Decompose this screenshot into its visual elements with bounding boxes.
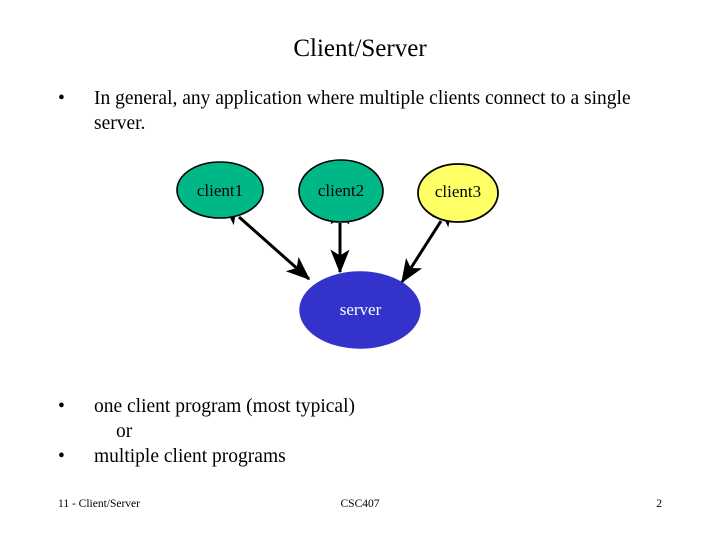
connector-client3-server (400, 202, 454, 284)
list-item-or: or (116, 421, 133, 442)
node-client3 (417, 163, 499, 223)
node-server (299, 271, 421, 349)
list-item: • multiple client programs (58, 444, 618, 469)
footer-left-text: 11 - Client/Server (58, 498, 140, 510)
footer-page-number: 2 (656, 498, 662, 510)
node-label-client3: client3 (434, 182, 482, 201)
list-item-label: one client program (most typical) (94, 396, 356, 417)
node-client1 (176, 161, 264, 219)
list-item-label: In general, any application where multip… (94, 88, 631, 134)
bullet-marker-icon: • (58, 446, 65, 467)
bullet-marker-icon: • (58, 88, 65, 109)
intro-bullet-list: • In general, any application where mult… (58, 86, 658, 136)
connector-client1-server (222, 202, 311, 281)
bottom-bullet-list: • one client program (most typical) or •… (58, 394, 618, 469)
list-item: • In general, any application where mult… (58, 86, 658, 136)
bullet-marker-icon: • (58, 396, 65, 417)
page-title: Client/Server (293, 35, 427, 62)
footer-course-code: CSC407 (340, 498, 380, 510)
node-label-client2: client2 (317, 181, 365, 200)
list-item-label: multiple client programs (94, 446, 286, 467)
node-label-server: server (339, 300, 382, 319)
list-item: • one client program (most typical) (58, 394, 618, 419)
node-label-client1: client1 (196, 181, 244, 200)
node-client2 (298, 159, 384, 223)
